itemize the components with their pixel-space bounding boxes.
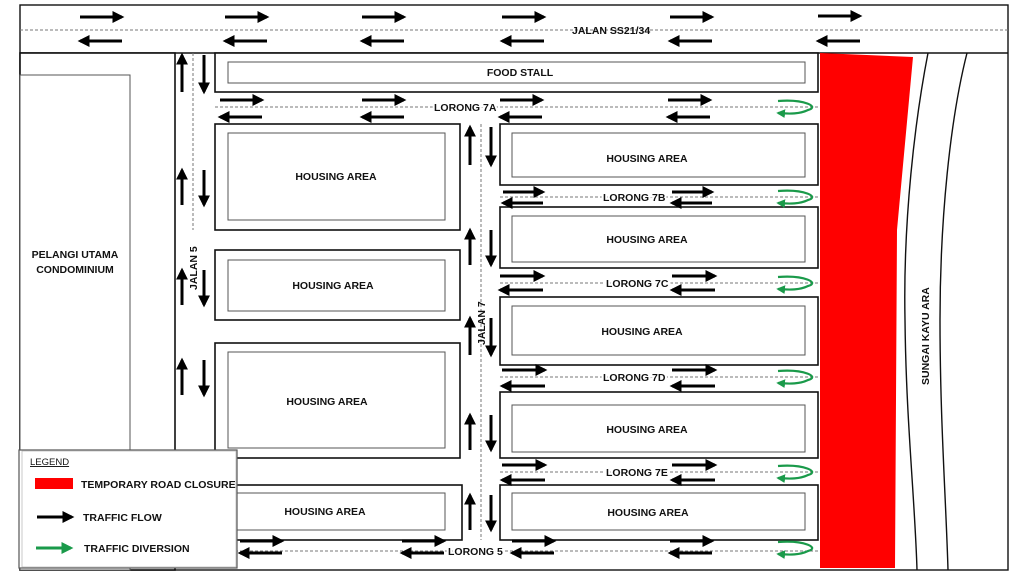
traffic-arrows <box>77 10 863 559</box>
traffic-diversion-arrow-icon <box>776 275 814 294</box>
legend-title: LEGEND <box>30 457 69 468</box>
housing-block: HOUSING AREA <box>214 123 461 231</box>
lorong7a-label: LORONG 7A <box>434 102 497 114</box>
housing-block: HOUSING AREA <box>499 123 819 186</box>
lorong5-label: LORONG 5 <box>448 546 503 558</box>
traffic-diversion-arrow-icon <box>776 369 814 388</box>
housing-block: HOUSING AREA <box>499 391 819 459</box>
svg-text:HOUSING AREA: HOUSING AREA <box>601 326 683 338</box>
legend-closure-label: TEMPORARY ROAD CLOSURE <box>81 479 236 491</box>
legend-flow-label: TRAFFIC FLOW <box>83 512 162 524</box>
river-bank-east <box>939 52 968 571</box>
traffic-diversion-arrow-icon <box>776 464 814 483</box>
housing-block: HOUSING AREA <box>214 249 461 321</box>
jalan7-label: JALAN 7 <box>476 301 488 345</box>
river-label: SUNGAI KAYU ARA <box>920 287 932 385</box>
housing-block: HOUSING AREA <box>499 484 819 541</box>
food-stall-inner <box>227 61 806 84</box>
svg-text:HOUSING AREA: HOUSING AREA <box>295 171 377 183</box>
svg-text:HOUSING AREA: HOUSING AREA <box>606 234 688 246</box>
temporary-road-closure <box>820 53 913 568</box>
lorong7b-label: LORONG 7B <box>603 192 666 204</box>
food-stall-label: FOOD STALL <box>487 67 554 79</box>
legend: LEGEND TEMPORARY ROAD CLOSURE TRAFFIC FL… <box>18 449 238 569</box>
traffic-diversion-arrow-icon <box>776 540 814 559</box>
svg-text:HOUSING AREA: HOUSING AREA <box>606 153 688 165</box>
lorong7c-label: LORONG 7C <box>606 278 669 290</box>
housing-block: HOUSING AREA <box>214 484 463 541</box>
housing-block: HOUSING AREA <box>214 342 461 459</box>
svg-text:HOUSING AREA: HOUSING AREA <box>284 506 366 518</box>
jalan5-label: JALAN 5 <box>188 246 200 290</box>
legend-closure-swatch <box>35 478 73 489</box>
condominium-label-1: PELANGI UTAMA <box>32 249 119 261</box>
lorong7e-label: LORONG 7E <box>606 467 668 479</box>
main-road-label: JALAN SS21/34 <box>572 25 650 37</box>
svg-text:HOUSING AREA: HOUSING AREA <box>286 396 368 408</box>
housing-block: HOUSING AREA <box>499 206 819 269</box>
svg-text:HOUSING AREA: HOUSING AREA <box>607 507 689 519</box>
svg-text:HOUSING AREA: HOUSING AREA <box>606 424 688 436</box>
river-bank-west <box>904 52 929 571</box>
traffic-diversion-arrow-icon <box>776 99 814 118</box>
svg-text:HOUSING AREA: HOUSING AREA <box>292 280 374 292</box>
traffic-diversion-arrow-icon <box>776 189 814 208</box>
lorong7d-label: LORONG 7D <box>603 372 666 384</box>
legend-diversion-label: TRAFFIC DIVERSION <box>84 543 190 555</box>
condominium-label-2: CONDOMINIUM <box>36 264 114 276</box>
housing-block: HOUSING AREA <box>499 296 819 366</box>
